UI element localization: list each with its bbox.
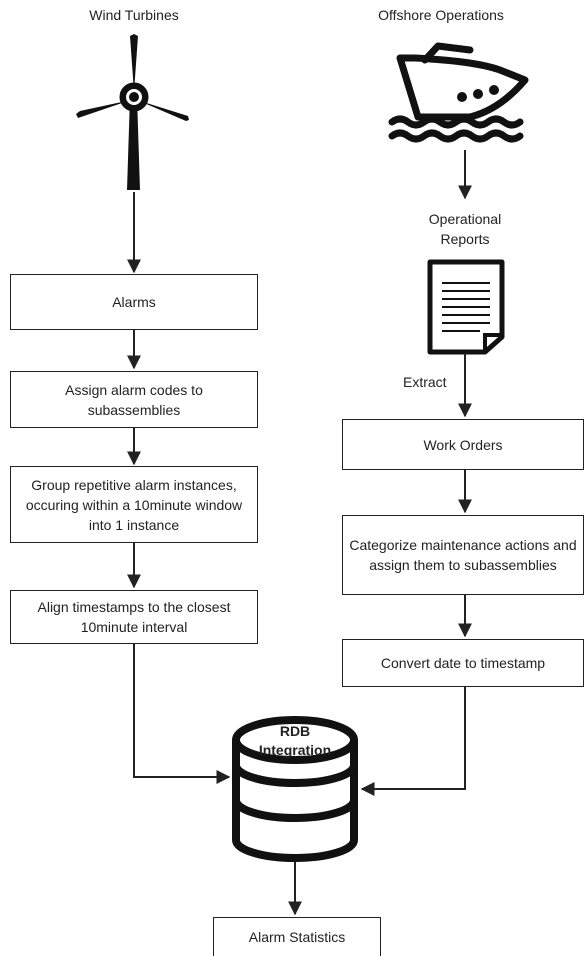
- operational-reports-label: Operational Reports: [405, 209, 525, 249]
- operational-reports-text: Operational Reports: [428, 211, 502, 247]
- group-alarm-instances-label: Group repetitive alarm instances, occuri…: [25, 476, 243, 533]
- connectors: [127, 150, 472, 916]
- boat-icon: [388, 42, 529, 143]
- alarm-statistics-label: Alarm Statistics: [248, 929, 346, 945]
- assign-alarm-codes-box: Assign alarm codes to subassemblies: [10, 371, 258, 428]
- wind-turbines-label: Wind Turbines: [89, 7, 179, 23]
- alarm-statistics-box: Alarm Statistics: [213, 917, 381, 956]
- extract-label: Extract: [403, 374, 447, 390]
- convert-date-label: Convert date to timestamp: [380, 655, 546, 671]
- group-alarm-instances-box: Group repetitive alarm instances, occuri…: [10, 466, 258, 543]
- work-orders-box: Work Orders: [342, 419, 584, 470]
- align-timestamps-box: Align timestamps to the closest 10minute…: [10, 590, 258, 644]
- offshore-operations-label: Offshore Operations: [378, 7, 504, 23]
- wind-turbine-icon: [76, 34, 189, 190]
- align-timestamps-label: Align timestamps to the closest 10minute…: [37, 599, 231, 635]
- rdb-integration-label: RDB Integration: [250, 722, 340, 760]
- integration-text: Integration: [258, 742, 332, 758]
- alarms-label: Alarms: [112, 294, 156, 310]
- categorize-maintenance-box: Categorize maintenance actions and assig…: [342, 515, 584, 595]
- rdb-text: RDB: [279, 723, 311, 739]
- document-icon: [427, 259, 505, 355]
- convert-date-box: Convert date to timestamp: [342, 639, 584, 687]
- assign-alarm-codes-label: Assign alarm codes to subassemblies: [65, 381, 203, 418]
- alarms-box: Alarms: [10, 274, 258, 330]
- categorize-maintenance-label: Categorize maintenance actions and assig…: [349, 537, 577, 573]
- database-icon: [232, 716, 358, 862]
- work-orders-label: Work Orders: [423, 436, 503, 453]
